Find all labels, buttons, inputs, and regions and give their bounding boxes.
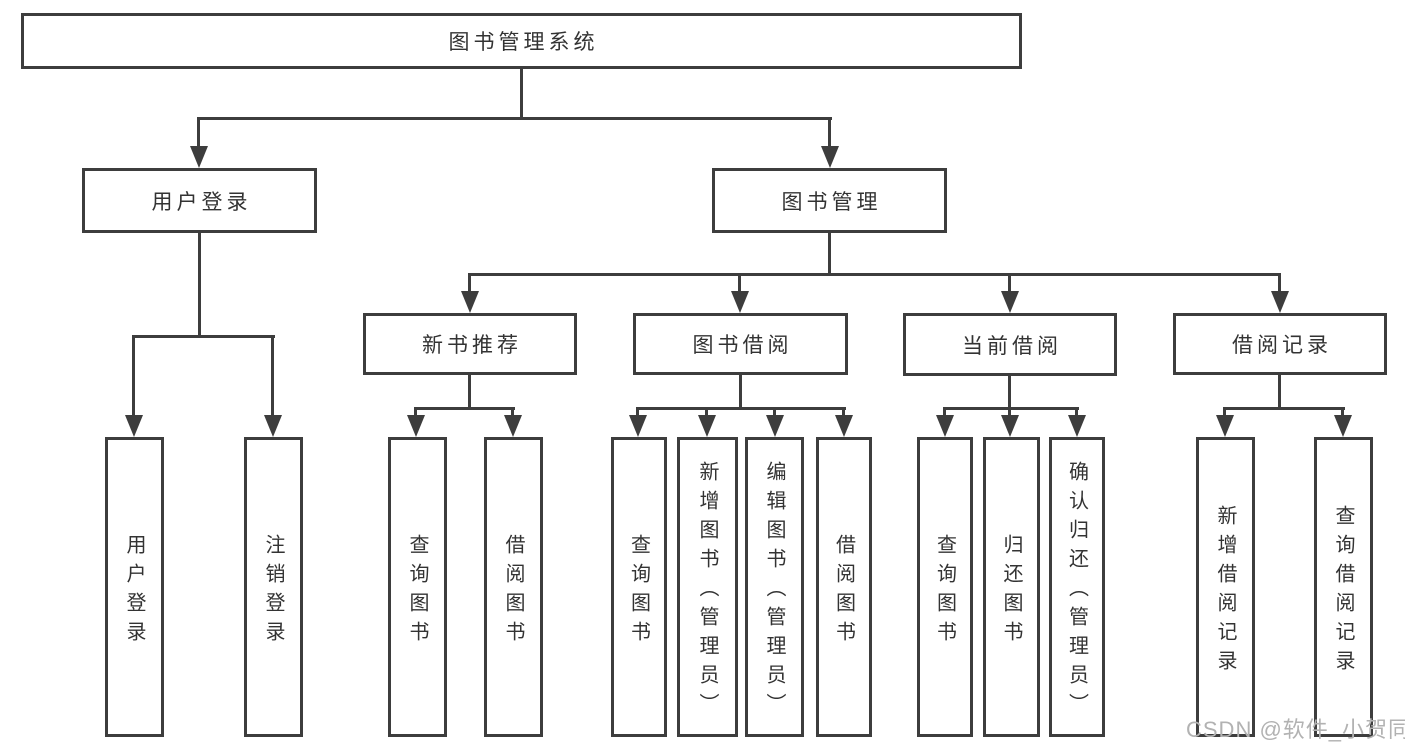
node-book-management-label: 图书管理 [781, 190, 882, 214]
node-new-book-recommend-label: 新书推荐 [422, 334, 522, 357]
connector-line [197, 117, 200, 148]
connector-line [705, 407, 708, 417]
arrow-down-icon [1216, 415, 1234, 437]
arrow-down-icon [264, 415, 282, 437]
connector-line [1075, 407, 1078, 417]
leaf-user-login: 用户登录 [105, 437, 164, 737]
arrow-down-icon [190, 146, 208, 168]
arrow-down-icon [407, 415, 425, 437]
node-root-label: 图书管理系统 [448, 31, 599, 54]
watermark: CSDN @软件_小贺同学 [1186, 717, 1405, 742]
connector-line [468, 273, 1281, 276]
connector-line [520, 69, 523, 120]
connector-line [1223, 407, 1226, 417]
node-borrowing-records: 借阅记录 [1173, 313, 1387, 375]
connector-line [132, 335, 135, 417]
node-borrowing-records-label: 借阅记录 [1232, 334, 1332, 357]
connector-line [468, 273, 471, 293]
arrow-down-icon [629, 415, 647, 437]
node-book-borrowing: 图书借阅 [633, 313, 848, 375]
arrow-down-icon [1334, 415, 1352, 437]
connector-line [414, 407, 417, 417]
arrow-down-icon [731, 291, 749, 313]
connector-line [1008, 376, 1011, 410]
leaf-borrow-books-borrowing: 借阅图书 [816, 437, 872, 737]
leaf-return-book: 归还图书 [983, 437, 1040, 737]
connector-line [468, 375, 471, 410]
leaf-borrow-books-recommend: 借阅图书 [484, 437, 543, 737]
connector-line [828, 233, 831, 276]
arrow-down-icon [504, 415, 522, 437]
connector-line [1223, 407, 1345, 410]
connector-line [198, 233, 201, 338]
connector-line [828, 117, 831, 148]
connector-line [943, 407, 1079, 410]
node-current-borrowing-label: 当前借阅 [962, 334, 1062, 358]
leaf-query-books-borrowing: 查询图书 [611, 437, 667, 737]
arrow-down-icon [835, 415, 853, 437]
connector-line [1278, 375, 1281, 410]
arrow-down-icon [125, 415, 143, 437]
connector-line [198, 117, 832, 120]
connector-line [414, 407, 515, 410]
connector-line [133, 335, 275, 338]
node-root: 图书管理系统 [21, 13, 1022, 69]
connector-line [1008, 407, 1011, 417]
node-current-borrowing: 当前借阅 [903, 313, 1117, 376]
connector-line [271, 335, 274, 417]
connector-line [511, 407, 514, 417]
node-new-book-recommend: 新书推荐 [363, 313, 577, 375]
arrow-down-icon [1001, 291, 1019, 313]
connector-line [1341, 407, 1344, 417]
connector-line [1008, 273, 1011, 293]
leaf-logout: 注销登录 [244, 437, 303, 737]
connector-line [1278, 273, 1281, 293]
node-book-borrowing-label: 图书借阅 [692, 334, 793, 357]
connector-line [739, 374, 742, 410]
connector-line [636, 407, 846, 410]
arrow-down-icon [821, 146, 839, 168]
connector-line [943, 407, 946, 417]
leaf-edit-book-admin: 编辑图书（管理员） [745, 437, 804, 737]
leaf-query-borrow-record: 查询借阅记录 [1314, 437, 1373, 737]
leaf-add-borrow-record: 新增借阅记录 [1196, 437, 1255, 737]
connector-line [636, 407, 639, 417]
arrow-down-icon [461, 291, 479, 313]
arrow-down-icon [1068, 415, 1086, 437]
connector-line [738, 273, 741, 293]
leaf-query-books-recommend: 查询图书 [388, 437, 447, 737]
arrow-down-icon [1271, 291, 1289, 313]
leaf-add-book-admin: 新增图书（管理员） [677, 437, 738, 737]
node-book-management: 图书管理 [712, 168, 947, 233]
connector-line [842, 407, 845, 417]
arrow-down-icon [936, 415, 954, 437]
arrow-down-icon [766, 415, 784, 437]
arrow-down-icon [1001, 415, 1019, 437]
leaf-confirm-return-admin: 确认归还（管理员） [1049, 437, 1105, 737]
node-user-login: 用户登录 [82, 168, 317, 233]
leaf-query-books-current: 查询图书 [917, 437, 973, 737]
connector-line [773, 407, 776, 417]
node-user-login-label: 用户登录 [151, 190, 252, 214]
arrow-down-icon [698, 415, 716, 437]
